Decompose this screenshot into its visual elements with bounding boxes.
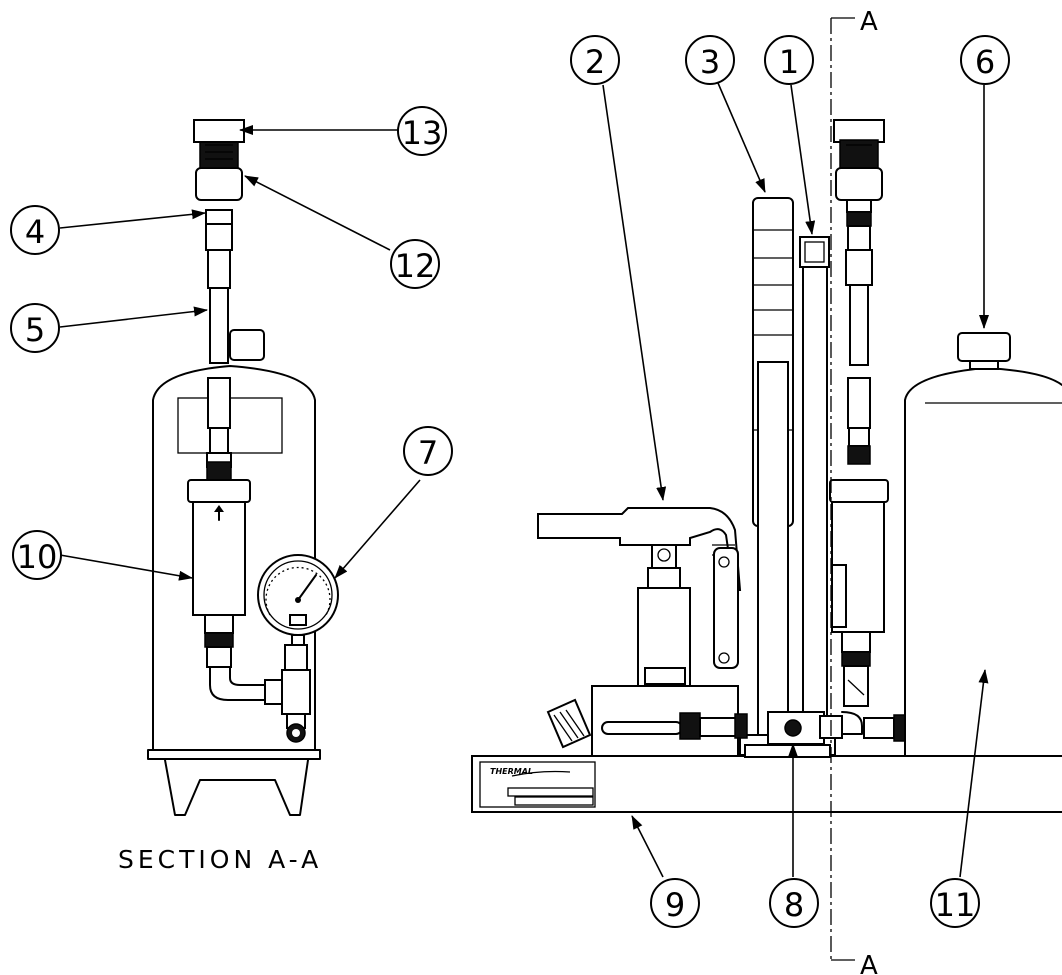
pressure-gauge [257, 554, 339, 646]
svg-text:13: 13 [402, 114, 443, 152]
svg-text:4: 4 [25, 213, 45, 251]
balloon-4: 4 [10, 205, 60, 255]
section-a-a-view: 13 4 12 5 7 10 SECTION A-A [10, 106, 453, 874]
svg-text:10: 10 [17, 538, 58, 576]
balloon-9: 9 [650, 878, 700, 928]
balloon-13: 13 [397, 106, 447, 156]
front-view: THERMAL [471, 7, 1062, 975]
tee-fitting [264, 644, 311, 743]
top-fitting-stack [193, 119, 245, 251]
svg-text:2: 2 [585, 43, 605, 81]
elbow-fitting [209, 666, 266, 701]
balloon-5: 5 [10, 303, 60, 353]
relief-valve [546, 698, 592, 749]
cut-marker-top: A [860, 7, 878, 37]
balloon-2: 2 [570, 35, 620, 85]
svg-text:12: 12 [395, 247, 436, 285]
svg-text:1: 1 [779, 43, 799, 81]
reservoir-tank [904, 332, 1062, 757]
filter-housing [187, 479, 251, 668]
hose-assembly [829, 119, 889, 707]
section-cut-line [830, 17, 855, 961]
svg-text:11: 11 [935, 886, 976, 924]
balloon-8: 8 [769, 878, 819, 928]
cap-knob [229, 329, 265, 361]
svg-text:8: 8 [784, 886, 804, 924]
sight-tube [799, 236, 830, 738]
tank-base-flange [147, 749, 321, 760]
svg-text:5: 5 [25, 311, 45, 349]
svg-text:3: 3 [700, 43, 720, 81]
balloon-11: 11 [930, 878, 980, 928]
brand-plate-text: THERMAL [490, 767, 533, 776]
balloon-1: 1 [764, 35, 814, 85]
balloon-7: 7 [403, 426, 453, 476]
balloon-6: 6 [960, 35, 1010, 85]
section-title: SECTION A-A [118, 845, 322, 874]
svg-text:9: 9 [665, 886, 685, 924]
filter-connector [206, 452, 232, 481]
vertical-hose [207, 249, 231, 454]
base-tray [471, 755, 1062, 813]
svg-text:6: 6 [975, 43, 995, 81]
balloon-12: 12 [390, 239, 440, 289]
balloon-3: 3 [685, 35, 735, 85]
stand-legs [164, 759, 309, 816]
hand-pump [537, 507, 742, 687]
cut-marker-bottom: A [860, 951, 878, 975]
svg-text:7: 7 [418, 434, 438, 472]
balloon-10: 10 [12, 530, 62, 580]
